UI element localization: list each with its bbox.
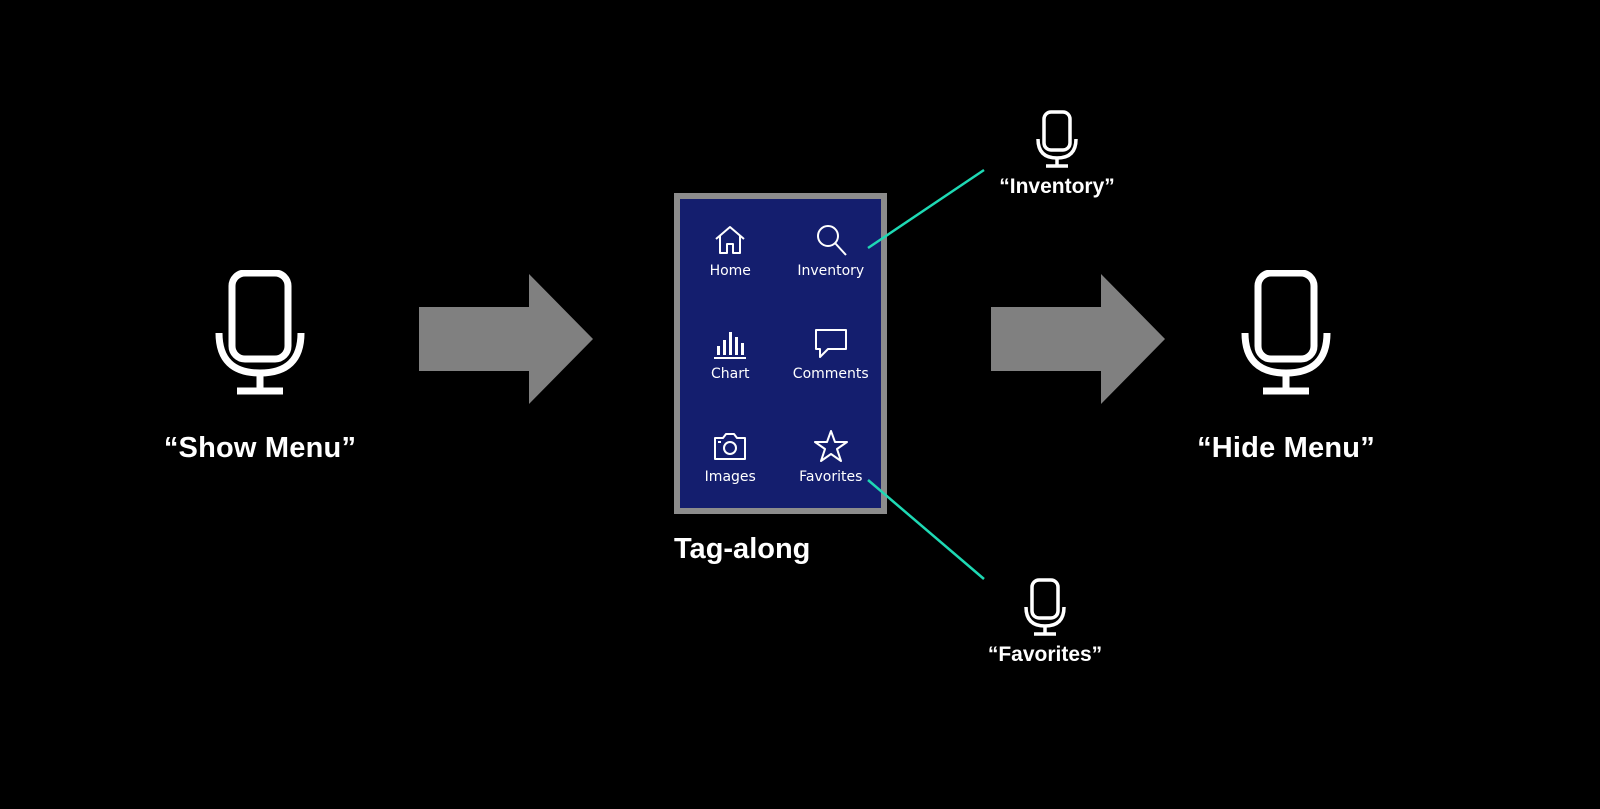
inventory-command: “Inventory” (999, 175, 1115, 198)
microphone-icon-hide (1241, 270, 1331, 395)
arrow-right-icon (991, 274, 1165, 404)
menu-tile-label: Comments (792, 365, 869, 382)
menu-tile-favorites[interactable]: Favorites (781, 405, 882, 508)
favorites-command: “Favorites” (987, 643, 1103, 666)
arrow-right-icon (419, 274, 593, 404)
star-icon (813, 429, 848, 462)
home-icon (715, 225, 745, 254)
menu-tile-images[interactable]: Images (680, 405, 781, 508)
camera-icon (714, 432, 747, 460)
menu-tile-label: Home (709, 262, 751, 279)
tag-along-menu: Home Inventory Chart Comments Images (674, 193, 887, 514)
search-icon (816, 224, 847, 256)
menu-tile-chart[interactable]: Chart (680, 302, 781, 405)
chart-icon (714, 331, 747, 359)
comment-icon (814, 328, 847, 358)
menu-tile-inventory[interactable]: Inventory (781, 199, 882, 302)
menu-tile-comments[interactable]: Comments (781, 302, 882, 405)
menu-tile-home[interactable]: Home (680, 199, 781, 302)
microphone-icon-inventory (1036, 110, 1078, 168)
menu-tile-label: Favorites (799, 468, 863, 485)
tag-along-caption: Tag-along (674, 533, 811, 565)
menu-tile-label: Inventory (797, 262, 865, 279)
show-menu-command: “Show Menu” (163, 432, 357, 464)
menu-tile-label: Chart (711, 365, 750, 382)
microphone-icon-show (215, 270, 305, 395)
menu-tile-label: Images (704, 468, 756, 485)
microphone-icon-favorites (1024, 578, 1066, 636)
hide-menu-command: “Hide Menu” (1197, 432, 1375, 464)
